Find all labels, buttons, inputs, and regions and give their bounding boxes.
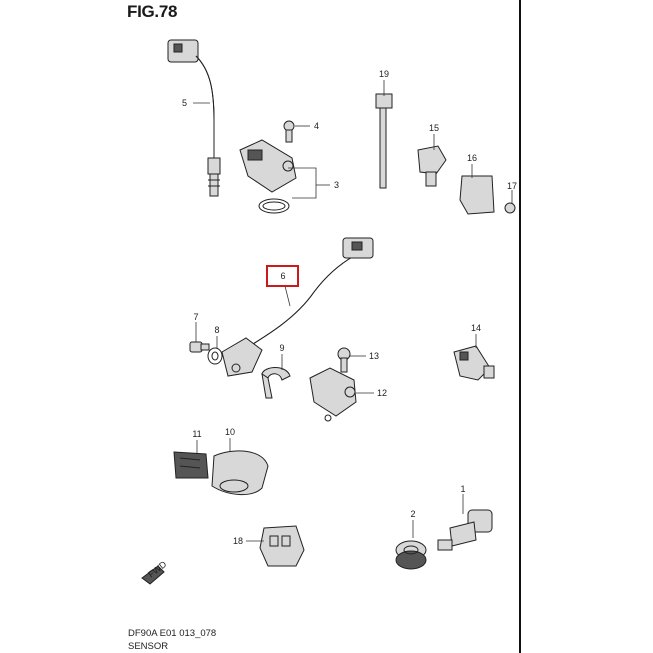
callout-15[interactable]: 15 xyxy=(429,123,439,133)
callout-19[interactable]: 19 xyxy=(379,69,389,79)
part-1-sensor[interactable] xyxy=(437,509,493,551)
part-19-cable-tie[interactable] xyxy=(375,93,393,189)
callout-11[interactable]: 11 xyxy=(192,429,201,439)
callout-14[interactable]: 14 xyxy=(471,323,481,333)
part-18-connector-block[interactable] xyxy=(259,525,305,567)
callout-1[interactable]: 1 xyxy=(460,484,465,494)
part-3-sensor-assembly[interactable] xyxy=(239,139,297,214)
callout-18[interactable]: 18 xyxy=(233,536,243,546)
callout-8[interactable]: 8 xyxy=(214,325,219,335)
callout-9[interactable]: 9 xyxy=(279,343,284,353)
part-17-bolt[interactable] xyxy=(504,202,516,214)
part-number-labels: 1 2 3 4 5 6 7 8 9 10 11 12 13 14 15 16 1… xyxy=(146,69,517,580)
drawing-code: DF90A E01 013_078 xyxy=(128,628,217,639)
part-10-cover[interactable] xyxy=(211,450,269,495)
front-direction-marker xyxy=(141,565,165,585)
figure-caption: SENSOR xyxy=(128,641,169,652)
part-11-connector[interactable] xyxy=(173,451,209,479)
page-frame-line xyxy=(519,0,521,653)
part-4-bolt[interactable] xyxy=(283,120,295,143)
callout-3[interactable]: 3 xyxy=(334,180,339,190)
callout-10[interactable]: 10 xyxy=(225,427,235,437)
part-2-grommet[interactable] xyxy=(395,540,427,570)
part-5-sensor-cable[interactable] xyxy=(167,39,221,197)
callout-16[interactable]: 16 xyxy=(467,153,477,163)
part-8-washer[interactable] xyxy=(207,347,223,365)
callout-6[interactable]: 6 xyxy=(280,271,285,281)
callout-13[interactable]: 13 xyxy=(369,351,379,361)
part-6-wiring-harness[interactable] xyxy=(221,237,374,377)
callout-2[interactable]: 2 xyxy=(410,509,415,519)
callout-4[interactable]: 4 xyxy=(314,121,319,131)
part-12-sensor[interactable] xyxy=(309,367,357,422)
callout-7[interactable]: 7 xyxy=(193,312,198,322)
callout-5[interactable]: 5 xyxy=(182,98,187,108)
highlight-box-part-6 xyxy=(266,265,299,287)
leader-lines xyxy=(193,80,513,542)
callout-12[interactable]: 12 xyxy=(377,388,387,398)
callout-17[interactable]: 17 xyxy=(507,181,517,191)
part-15-clip[interactable] xyxy=(417,145,447,187)
part-7-bolt[interactable] xyxy=(189,341,210,353)
part-14-pressure-switch[interactable] xyxy=(453,345,495,381)
part-13-bolt[interactable] xyxy=(337,347,351,373)
part-9-clamp[interactable] xyxy=(261,367,291,399)
part-16-bracket[interactable] xyxy=(459,175,495,215)
figure-title: FIG.78 xyxy=(127,2,178,21)
